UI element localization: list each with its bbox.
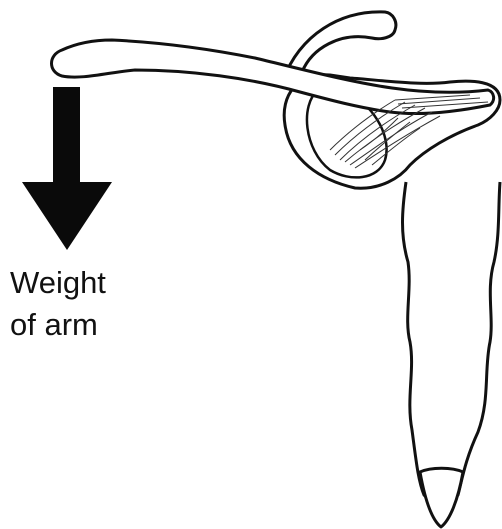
of-arm-label: of arm: [10, 307, 98, 343]
humerus: [403, 182, 501, 503]
humerus-tip: [420, 468, 463, 527]
clavicle: [52, 40, 494, 114]
down-arrow-icon: [22, 87, 112, 250]
weight-label: Weight: [10, 265, 106, 301]
